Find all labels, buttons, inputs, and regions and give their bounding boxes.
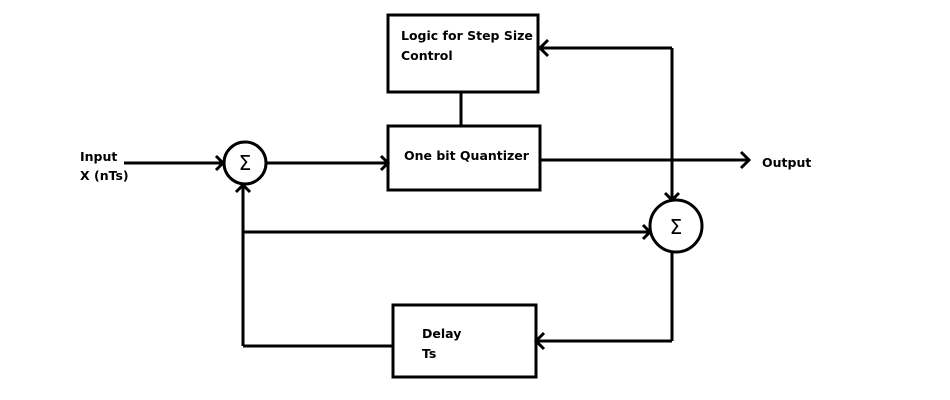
output-arrowhead [739,150,752,170]
delay-label-line1: Delay [422,326,461,341]
step-logic-block [386,13,540,94]
step-logic-label-line1: Logic for Step Size [401,28,533,43]
delay-label-line2: Ts [422,346,436,361]
quantizer-label: One bit Quantizer [404,148,530,163]
logic-arrowhead [537,38,550,58]
delay-block [391,303,538,379]
input-summer-sigma: Σ [239,151,252,175]
feedback-summer-left-arrowhead [641,223,653,241]
feedback-summer [648,198,704,254]
feedback-summer-sigma: Σ [670,215,683,239]
input-label-line2: X (nTs) [80,168,129,183]
step-logic-label-line2: Control [401,48,453,63]
quantizer-arrowhead [379,154,391,172]
output-label: Output [762,155,811,170]
quantizer-block [386,124,542,192]
input-label-line1: Input [80,149,117,164]
feedback-summer-top-arrowhead [663,191,681,203]
delay-arrowhead [533,331,546,351]
input-arrowhead [214,154,226,172]
input-summer-bottom-arrowhead [234,182,252,194]
